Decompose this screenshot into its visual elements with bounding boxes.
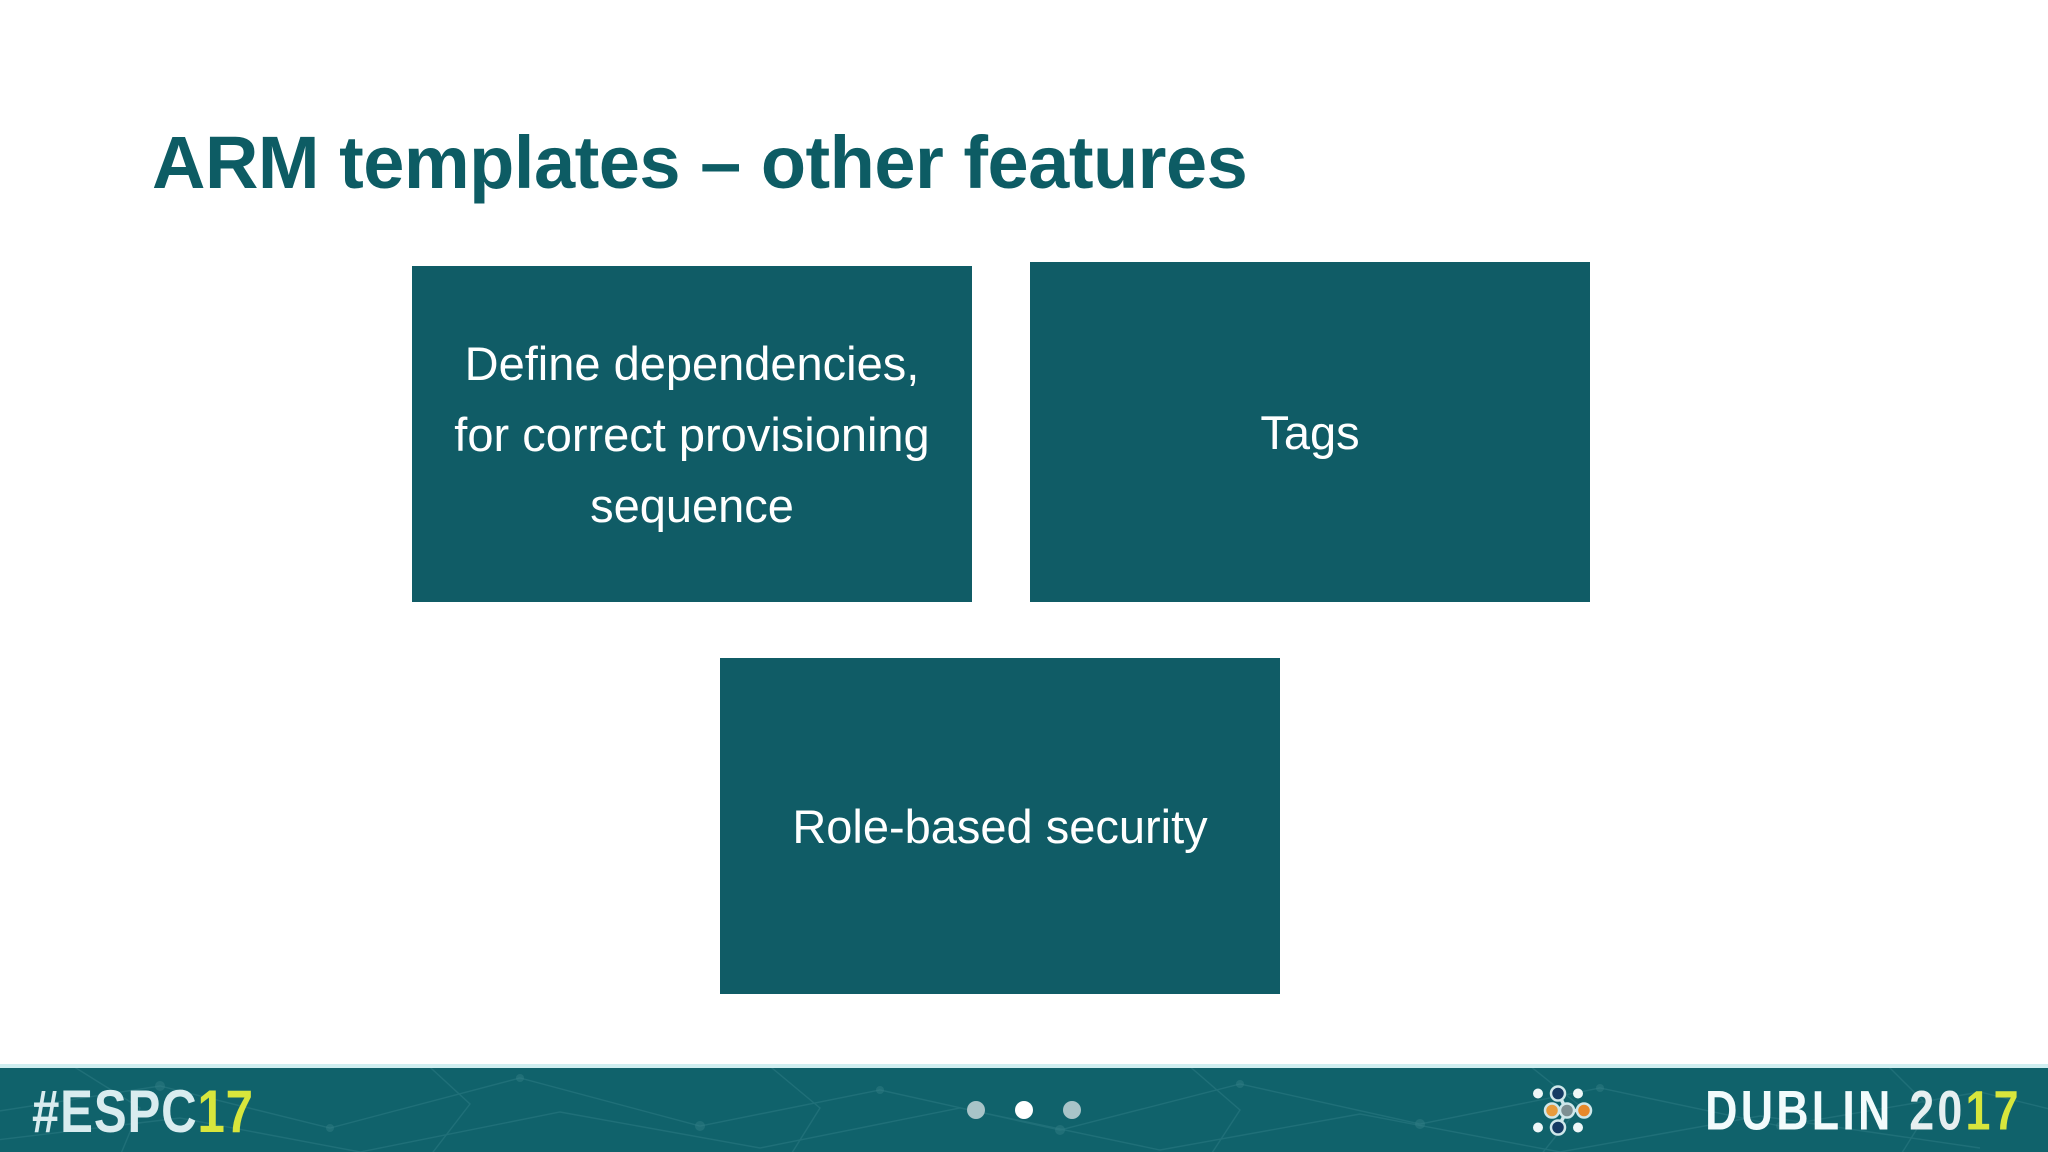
slide-progress-dots[interactable] — [967, 1101, 1081, 1119]
feature-box-dependencies[interactable]: Define dependencies, for correct provisi… — [412, 266, 972, 602]
feature-box-tags-label: Tags — [1260, 405, 1360, 459]
progress-dot-1[interactable] — [967, 1101, 985, 1119]
dublin-brand-lockup: DUBLIN 2017 — [1530, 1078, 2022, 1143]
dublin-city-label: DUBLIN — [1705, 1078, 1894, 1142]
dublin-year-text: DUBLIN 2017 — [1705, 1078, 2022, 1143]
feature-box-role-based-security-label: Role-based security — [792, 799, 1208, 853]
feature-box-role-based-security[interactable]: Role-based security — [720, 658, 1280, 994]
progress-dot-2[interactable] — [1015, 1101, 1033, 1119]
espc-hashtag-main: #ESPC — [32, 1077, 198, 1145]
feature-box-tags[interactable]: Tags — [1030, 262, 1590, 602]
dublin-year-suffix: 17 — [1965, 1078, 2022, 1142]
feature-box-dependencies-label: Define dependencies, for correct provisi… — [454, 336, 930, 532]
network-nodes-icon — [1533, 1084, 1593, 1136]
progress-dot-3[interactable] — [1063, 1101, 1081, 1119]
espc-hashtag-year: 17 — [197, 1077, 254, 1145]
dublin-year-prefix: 20 — [1909, 1078, 1966, 1142]
page-title: ARM templates – other features — [152, 121, 1248, 204]
